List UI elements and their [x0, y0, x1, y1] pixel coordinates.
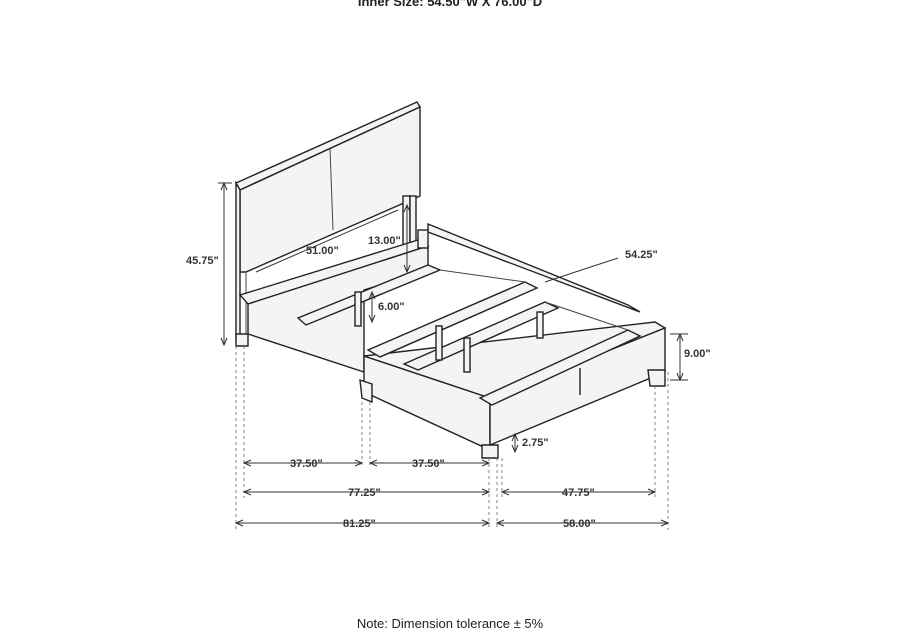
dim-frame-height: 9.00"	[684, 348, 711, 360]
inner-size-label: Inner Size: 54.50"W X 76.00"D	[357, 0, 543, 9]
dimension-labels: 45.75" 51.00" 13.00" 54.25" 6.00" 9.00" …	[186, 235, 711, 530]
dim-headboard-panel-height: 13.00"	[368, 235, 401, 247]
dim-half-length-left: 37.50"	[290, 458, 323, 470]
dim-half-length-right: 37.50"	[412, 458, 445, 470]
dim-overall-width: 58.00"	[563, 518, 596, 530]
dimension-arrows	[218, 181, 688, 527]
headboard	[235, 101, 422, 341]
dim-side-rail-length: 77.25"	[348, 487, 381, 499]
bed-frame	[238, 222, 667, 452]
dim-inner-rail: 54.25"	[625, 249, 658, 261]
dim-leg-height: 2.75"	[522, 437, 549, 449]
legs	[235, 333, 666, 459]
dim-footboard-inner-width: 47.75"	[562, 487, 595, 499]
extension-lines	[235, 346, 669, 530]
dim-overall-length: 81.25"	[343, 518, 376, 530]
dim-headboard-width: 51.00"	[306, 245, 339, 257]
tolerance-note: Note: Dimension tolerance ± 5%	[356, 616, 544, 631]
dim-total-height: 45.75"	[186, 255, 219, 267]
dim-rail-gap: 6.00"	[378, 301, 405, 313]
